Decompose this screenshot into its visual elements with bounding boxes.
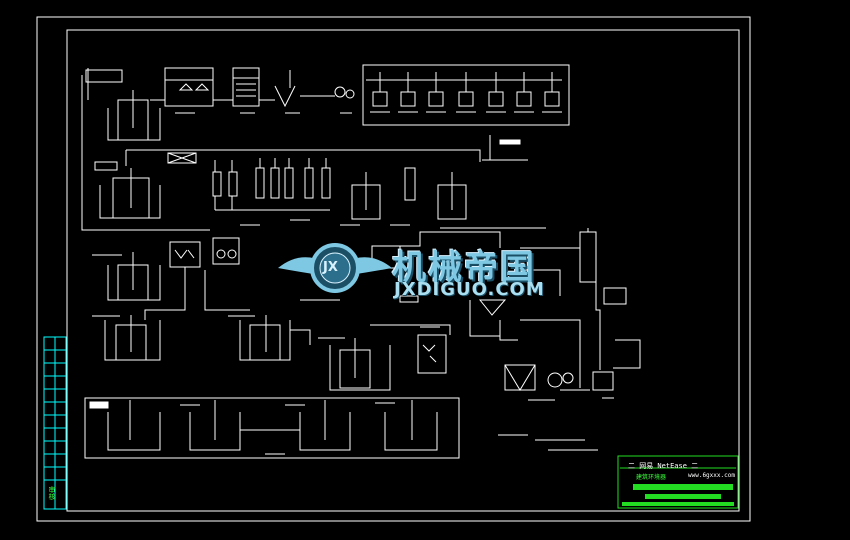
- section-mid-left: [92, 237, 311, 361]
- watermark-title: 机械帝国: [392, 248, 536, 288]
- watermark-emblem-text: JX: [323, 260, 338, 275]
- revision-table: [43, 336, 67, 510]
- title-block-line1: 二 网易 NetEase 二: [628, 462, 699, 470]
- section-right: [469, 228, 641, 451]
- section-dosing-panel: [362, 64, 570, 126]
- watermark-emblem: [278, 243, 392, 293]
- revision-table-label: 审核: [48, 486, 56, 500]
- sheet-border-outer: [36, 16, 751, 522]
- title-block: [617, 455, 739, 509]
- title-block-bar-2: [645, 494, 721, 499]
- section-bottom-bank: [84, 397, 460, 459]
- title-block-bar-1: [633, 484, 733, 490]
- title-block-bar-3: [622, 502, 734, 506]
- title-block-url: www.6gxxx.com: [688, 472, 735, 479]
- section-top-left: [85, 67, 355, 141]
- section-main-train: [81, 75, 546, 231]
- section-center: [300, 231, 501, 391]
- sheet-border-inner: [66, 29, 740, 512]
- title-block-line2-cn: 建筑环境器: [636, 474, 667, 481]
- watermark-subtitle: JXDIGUO.COM: [394, 279, 545, 300]
